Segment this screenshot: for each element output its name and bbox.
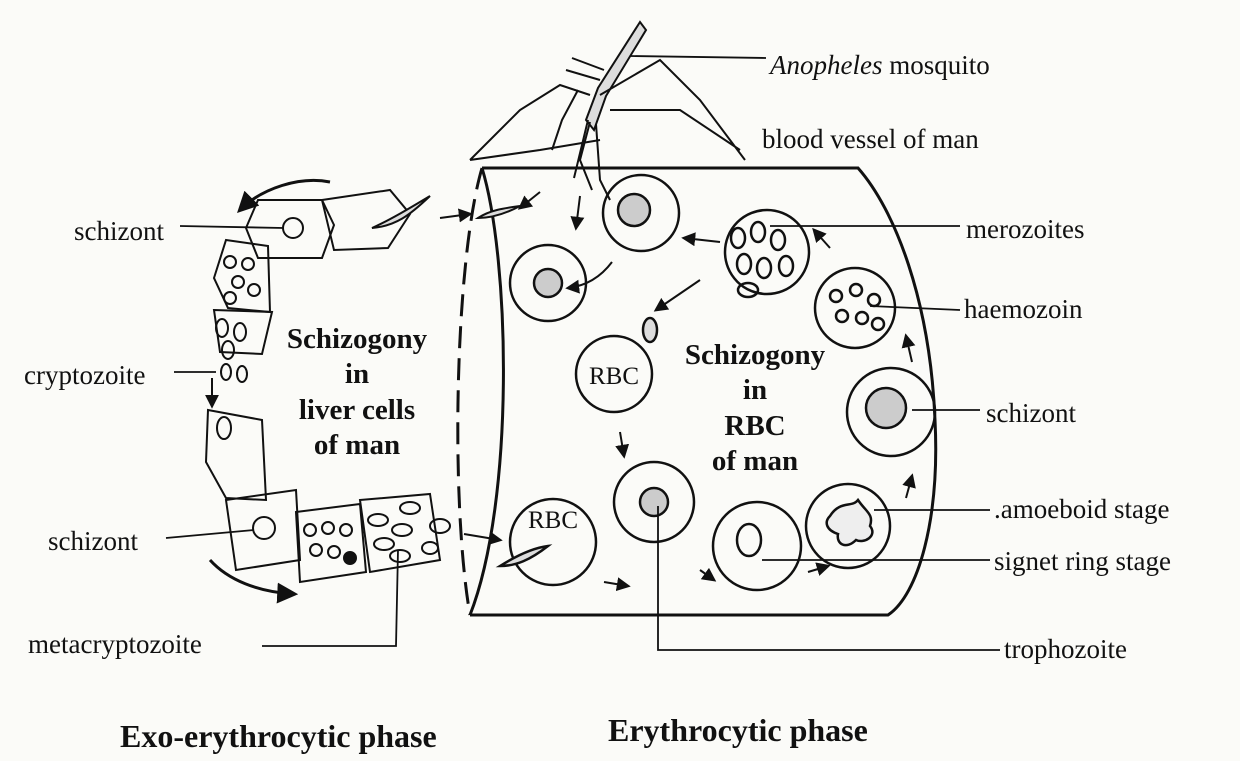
mosquito-label-rest: mosquito	[882, 50, 989, 80]
blood-vessel-label: blood vessel of man	[762, 126, 979, 153]
haemozoin-label: haemozoin	[964, 296, 1082, 323]
liver-caption-line-3: liver cells	[262, 393, 452, 428]
rbc-caption-line-2: in	[660, 373, 850, 408]
schizont-label-top: schizont	[74, 218, 164, 245]
rbc-caption-line-4: of man	[660, 444, 850, 479]
liver-caption-line-4: of man	[262, 428, 452, 463]
rbc-label-lower: RBC	[528, 507, 578, 534]
rbc-caption-line-3: RBC	[660, 409, 850, 444]
rbc-caption-line-1: Schizogony	[660, 338, 850, 373]
merozoites-label: merozoites	[966, 216, 1084, 243]
schizont-label-bottom: schizont	[48, 528, 138, 555]
cryptozoite-label: cryptozoite	[24, 362, 145, 389]
liver-schizogony-caption: Schizogony in liver cells of man	[262, 322, 452, 464]
liver-caption-line-2: in	[262, 357, 452, 392]
erythrocytic-phase-title: Erythrocytic phase	[608, 714, 868, 746]
exo-erythrocytic-phase-title: Exo-erythrocytic phase	[120, 720, 437, 752]
metacryptozoite-label: metacryptozoite	[28, 631, 202, 658]
mosquito-label-italic: Anopheles	[770, 50, 882, 80]
schizont-label-right: schizont	[986, 400, 1076, 427]
rbc-label-upper: RBC	[589, 363, 639, 390]
liver-caption-line-1: Schizogony	[262, 322, 452, 357]
signet-ring-stage-label: signet ring stage	[994, 548, 1171, 575]
mosquito-drawing	[470, 22, 745, 200]
amoeboid-stage-label: .amoeboid stage	[994, 496, 1169, 523]
trophozoite-label: trophozoite	[1004, 636, 1127, 663]
rbc-schizogony-caption: Schizogony in RBC of man	[660, 338, 850, 480]
mosquito-label: Anopheles mosquito	[770, 52, 990, 79]
